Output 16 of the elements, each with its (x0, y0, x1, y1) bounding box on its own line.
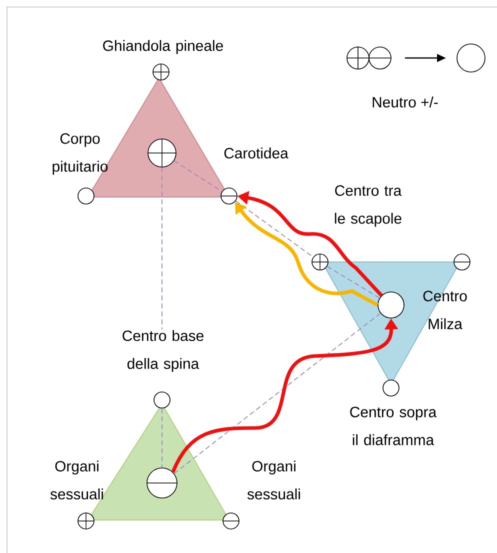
centre-label: Ghiandola pineale (103, 40, 223, 54)
centre-label: Corpo pituitario (52, 133, 108, 175)
centre-label: Organi sessuali (50, 460, 103, 500)
symbol-caption: Neutro +/- (372, 96, 438, 108)
connector (174, 160, 222, 192)
circle-symbol (146, 468, 178, 498)
centre-label: Centro Milza (423, 290, 467, 330)
connector (235, 200, 314, 258)
centre-label: Organi sessuali (247, 460, 300, 500)
centre-label: Centro base della spina (122, 330, 204, 372)
centre-label: Centro tra le scapole (334, 185, 402, 227)
circle-symbol (454, 254, 470, 270)
connector (326, 266, 380, 298)
centre-label: Centro sopra il diaframma (350, 406, 437, 446)
centre-label: Carotidea (224, 148, 288, 158)
circle-symbol (148, 138, 176, 168)
